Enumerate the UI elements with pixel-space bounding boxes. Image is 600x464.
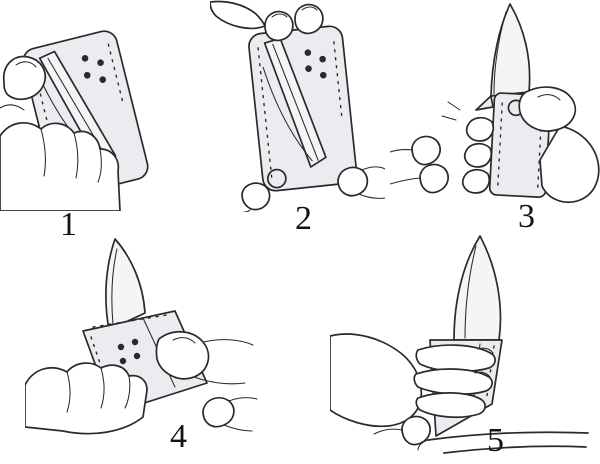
card-opening [248,25,358,192]
top-hand [210,0,324,42]
step-1-label: 1 [60,206,77,243]
surface-lines [417,431,589,454]
bottom-right-fingertip [337,166,385,199]
bottom-right-fingertip [202,397,258,432]
step-2-illustration [210,0,385,212]
step-5-label: 5 [487,422,504,459]
rivet-dots [117,338,141,365]
blade [490,3,531,97]
gripping-hand [461,86,600,204]
card-corner-flap [475,95,494,111]
thumb [518,86,577,132]
gripping-hand [330,333,496,428]
step-1-illustration [0,30,149,211]
thumb [155,331,254,385]
step-4-illustration [25,238,258,435]
left-fingertips [390,135,449,194]
rivet-dots [304,49,327,79]
step-2-label: 2 [295,200,312,237]
bottom-left-fingertip [241,182,271,212]
blade [453,235,502,341]
thumb [0,55,47,111]
step-5-illustration [330,235,589,454]
step-3-illustration [390,3,600,204]
bottom-fingertip [373,415,431,446]
step-4-label: 4 [170,418,187,455]
step-3-label: 3 [518,198,535,235]
lanyard-ring [266,168,287,189]
hand [0,122,121,211]
gripping-hand [25,362,148,435]
rivet-dots [81,54,107,83]
